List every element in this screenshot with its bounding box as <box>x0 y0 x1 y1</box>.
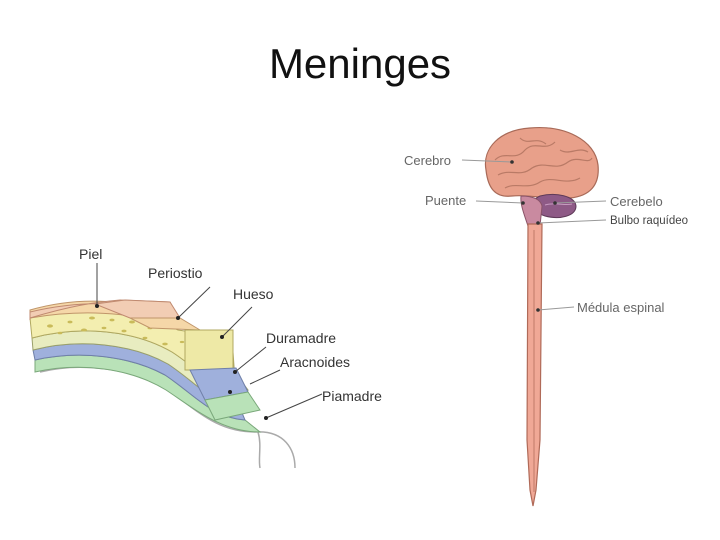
cns-dots <box>510 160 557 312</box>
label-bulbo: Bulbo raquídeo <box>610 215 688 227</box>
label-periostio: Periostio <box>148 265 203 281</box>
label-puente: Puente <box>425 193 466 208</box>
meninges-layers-illustration: Piel Periostio Hueso Duramadre Aracnoide… <box>29 246 382 469</box>
label-piel: Piel <box>79 246 102 262</box>
label-cerebro: Cerebro <box>404 153 451 168</box>
skin-top-block <box>93 299 181 319</box>
label-piamadre: Piamadre <box>322 388 382 404</box>
label-medula: Médula espinal <box>577 300 665 315</box>
brain-inner-curve <box>257 431 261 469</box>
cns-illustration: Cerebro Puente Cerebelo Bulbo raquídeo M… <box>404 127 688 507</box>
label-hueso: Hueso <box>233 286 274 302</box>
pia-block-face <box>204 391 261 421</box>
bone-block-face <box>184 329 234 371</box>
cns-leaders <box>461 159 607 311</box>
bone-pores <box>47 316 221 374</box>
layer-leaders <box>96 263 323 419</box>
cerebrum <box>484 127 599 200</box>
label-duramadre: Duramadre <box>266 330 336 346</box>
layer-dots <box>95 304 268 420</box>
label-cerebelo: Cerebelo <box>610 194 663 209</box>
slide-title: Meninges <box>268 40 452 87</box>
label-aracnoides: Aracnoides <box>280 354 350 370</box>
cerebrum-gyri <box>494 137 593 189</box>
